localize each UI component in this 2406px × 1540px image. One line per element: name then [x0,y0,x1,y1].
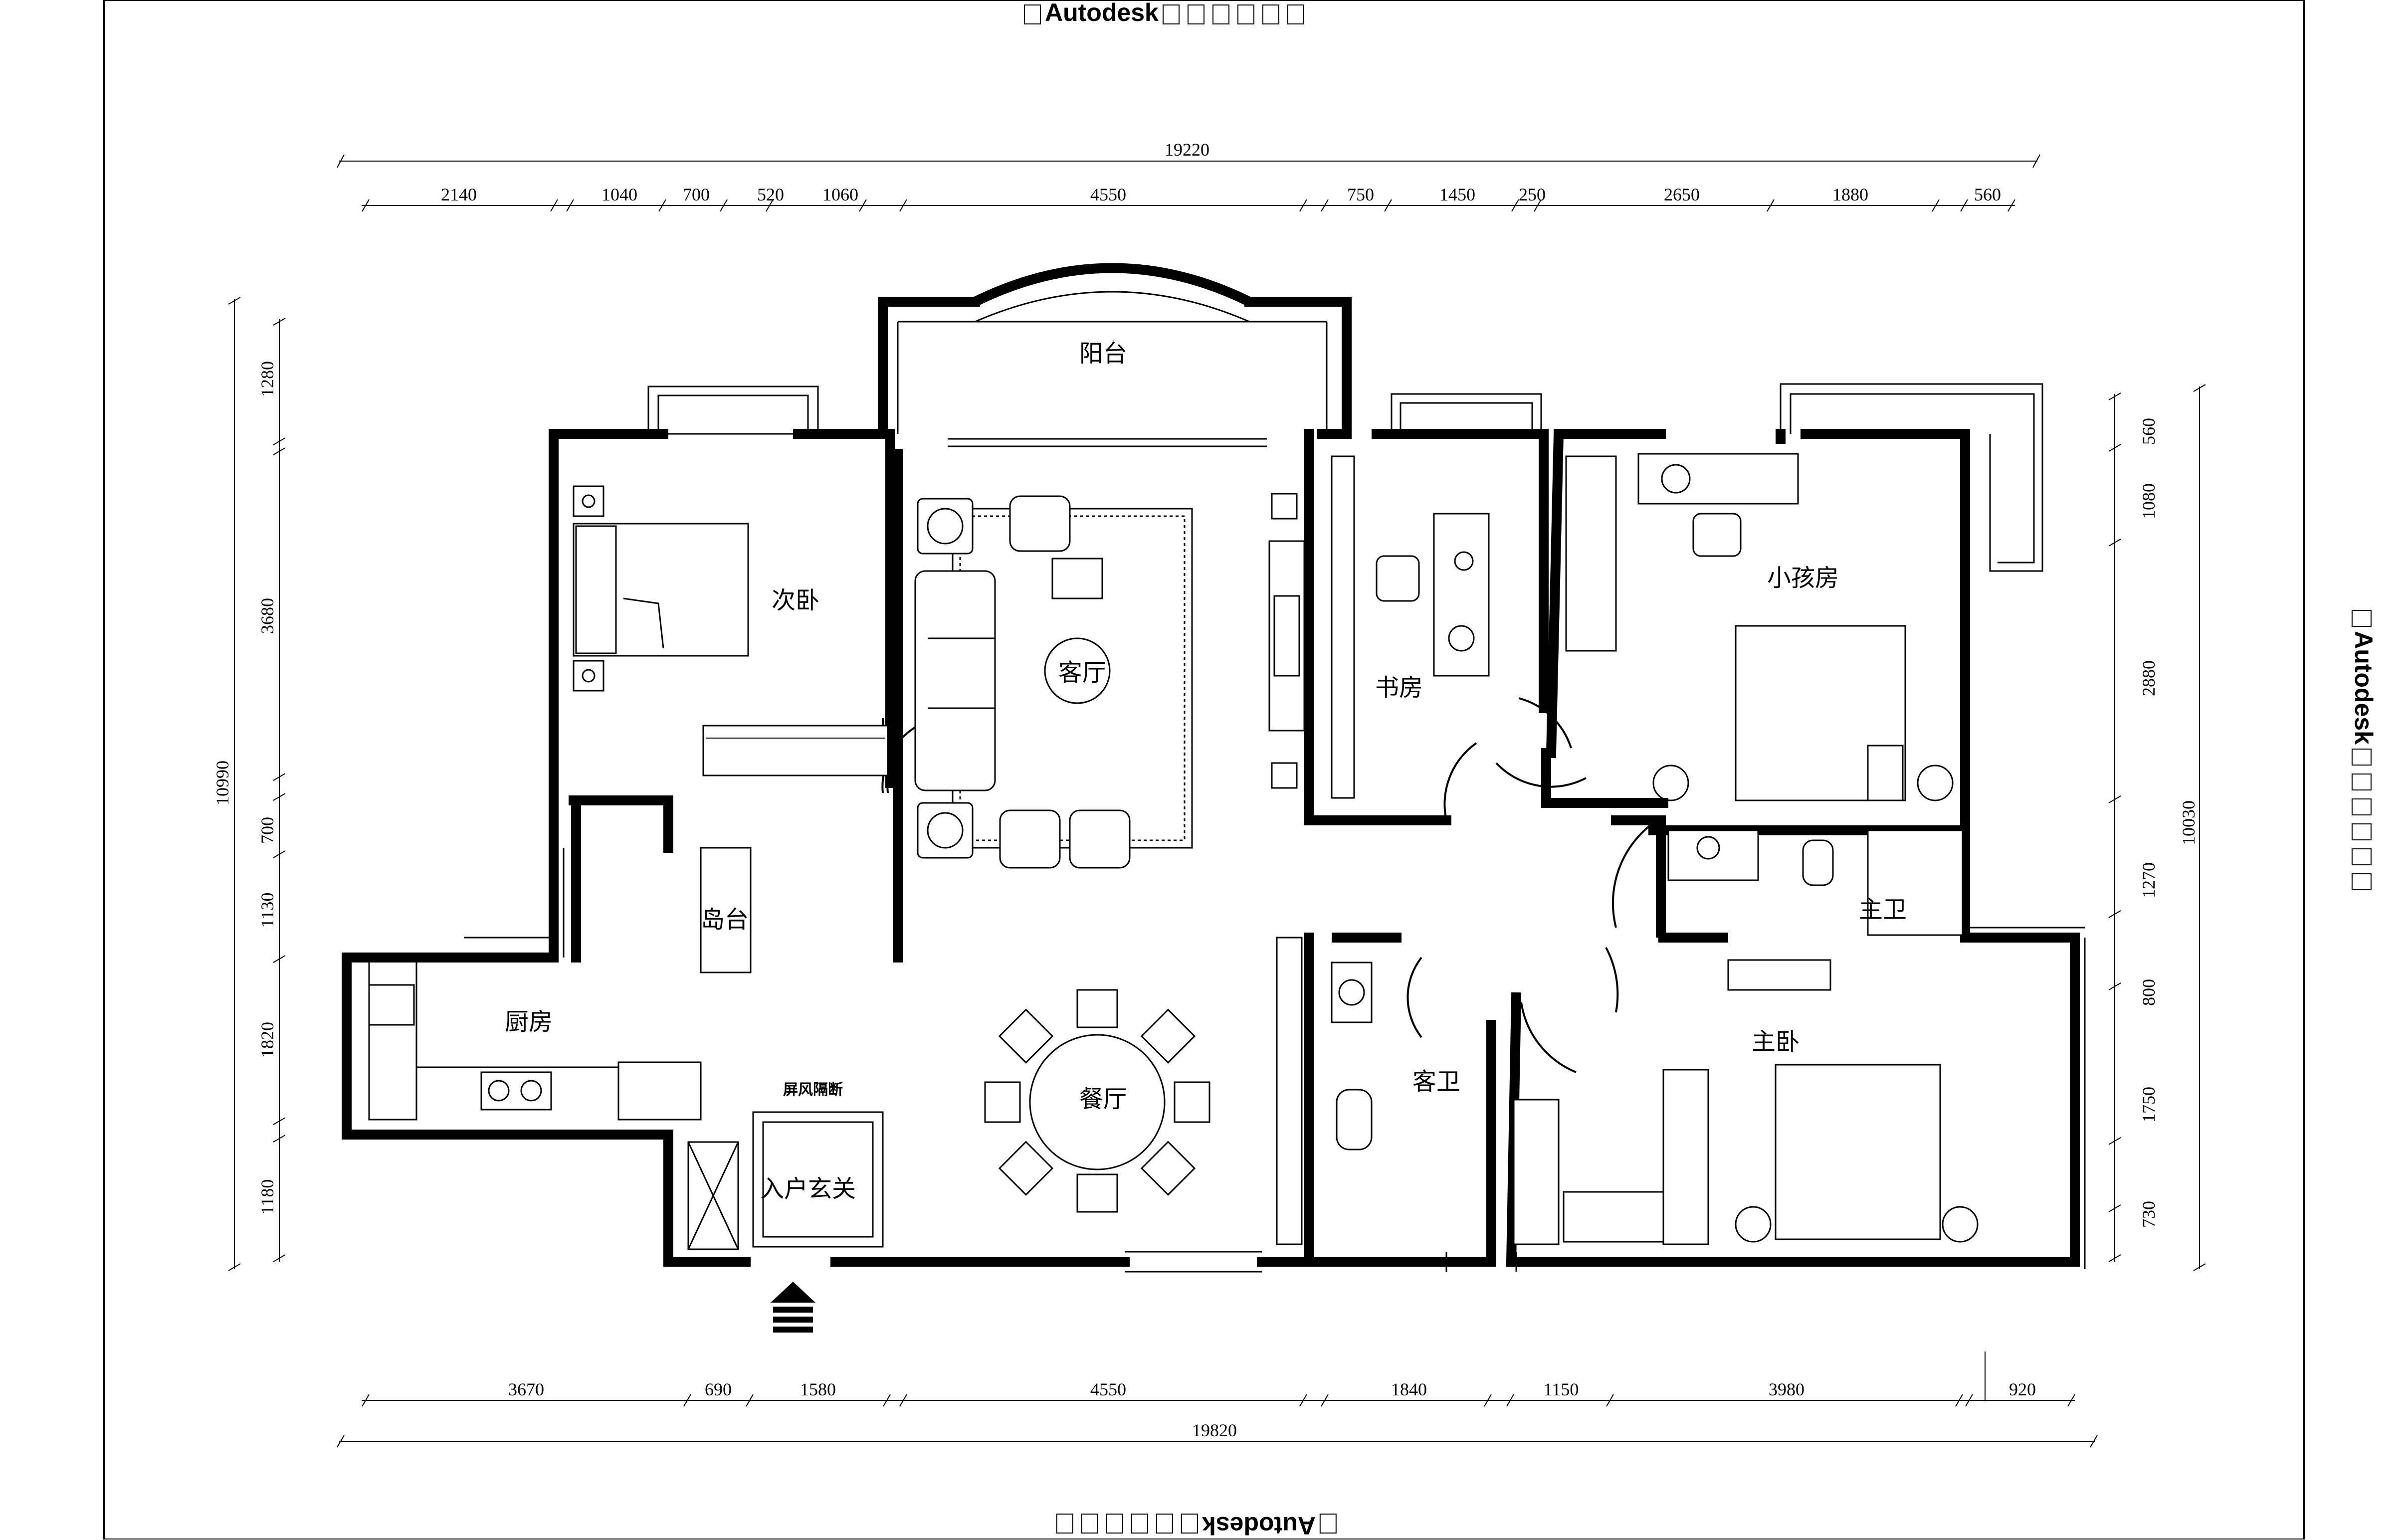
dim-bottom-7: 920 [2009,1379,2036,1399]
entrance-arrow-icon [771,1282,815,1333]
dim-left-4: 1820 [257,1022,277,1058]
room-label-entrance: 入户玄关 [760,1175,856,1203]
dim-right-5: 1750 [2139,1087,2159,1123]
dim-left-5: 1180 [257,1179,277,1215]
dimension-labels: 19220 2140 1040 700 520 1060 4550 750 14… [212,140,2199,1440]
dim-bottom-total: 19820 [1192,1420,1237,1440]
dim-top-4: 1060 [822,185,858,204]
drawing-frame [103,0,2305,1540]
dimension-lines [228,154,2206,1448]
dim-top-9: 2650 [1664,185,1700,204]
room-label-dining: 餐厅 [1079,1085,1127,1113]
dim-left-3: 1130 [257,893,277,928]
watermark-brand: Autodesk [1045,0,1159,26]
dim-bottom-3: 4550 [1090,1379,1126,1399]
dim-bottom-2: 1580 [800,1379,836,1399]
window-frames [464,263,2086,1273]
room-label-living-room: 客厅 [1058,659,1106,687]
room-label-screen-partition: 屏风隔断 [783,1081,843,1099]
room-label-study: 书房 [1375,674,1423,702]
dim-right-total: 10030 [2179,800,2199,845]
dim-right-2: 2880 [2139,660,2159,696]
room-label-master-bath: 主卫 [1859,896,1907,924]
dim-top-2: 700 [683,185,710,204]
dim-right-4: 800 [2139,979,2159,1006]
dim-top-5: 4550 [1090,185,1126,204]
dim-bottom-1: 690 [705,1379,732,1399]
watermark-top: Autodesk [1020,0,1308,27]
room-labels: 阳台 次卧 客厅 书房 小孩房 岛台 厨房 餐厅 客卫 主卫 主卧 入户玄关 屏… [505,340,1907,1203]
dim-top-1: 1040 [602,185,637,204]
room-label-kitchen: 厨房 [505,1008,553,1036]
dim-right-0: 560 [2139,418,2159,445]
dim-top-total: 19220 [1165,140,1209,160]
dim-bottom-4: 1840 [1391,1379,1427,1399]
dim-right-6: 730 [2139,1201,2159,1228]
room-label-second-bedroom: 次卧 [772,586,819,614]
dim-left-2: 700 [257,817,277,844]
dim-top-10: 1880 [1832,185,1868,204]
dim-bottom-0: 3670 [508,1379,544,1399]
dim-top-0: 2140 [441,185,477,204]
room-label-master-bedroom: 主卧 [1752,1028,1800,1056]
dim-left-1: 3680 [257,598,277,634]
room-label-balcony: 阳台 [1079,340,1127,368]
dim-top-6: 750 [1347,185,1374,204]
dim-left-total: 10990 [212,761,232,805]
furniture [368,453,1979,1250]
dim-left-0: 1280 [257,361,277,397]
dim-right-1: 1080 [2139,483,2159,519]
dim-top-8: 250 [1519,185,1546,204]
dim-top-11: 560 [1974,185,2001,204]
room-label-guest-bath: 客卫 [1412,1068,1460,1096]
dim-top-7: 1450 [1439,185,1475,204]
room-label-island: 岛台 [701,906,749,934]
dim-bottom-5: 1150 [1544,1379,1579,1399]
dim-bottom-6: 3980 [1769,1379,1804,1399]
room-label-kids-room: 小孩房 [1767,564,1839,592]
dim-top-3: 520 [757,185,784,204]
dim-right-3: 1270 [2139,862,2159,898]
